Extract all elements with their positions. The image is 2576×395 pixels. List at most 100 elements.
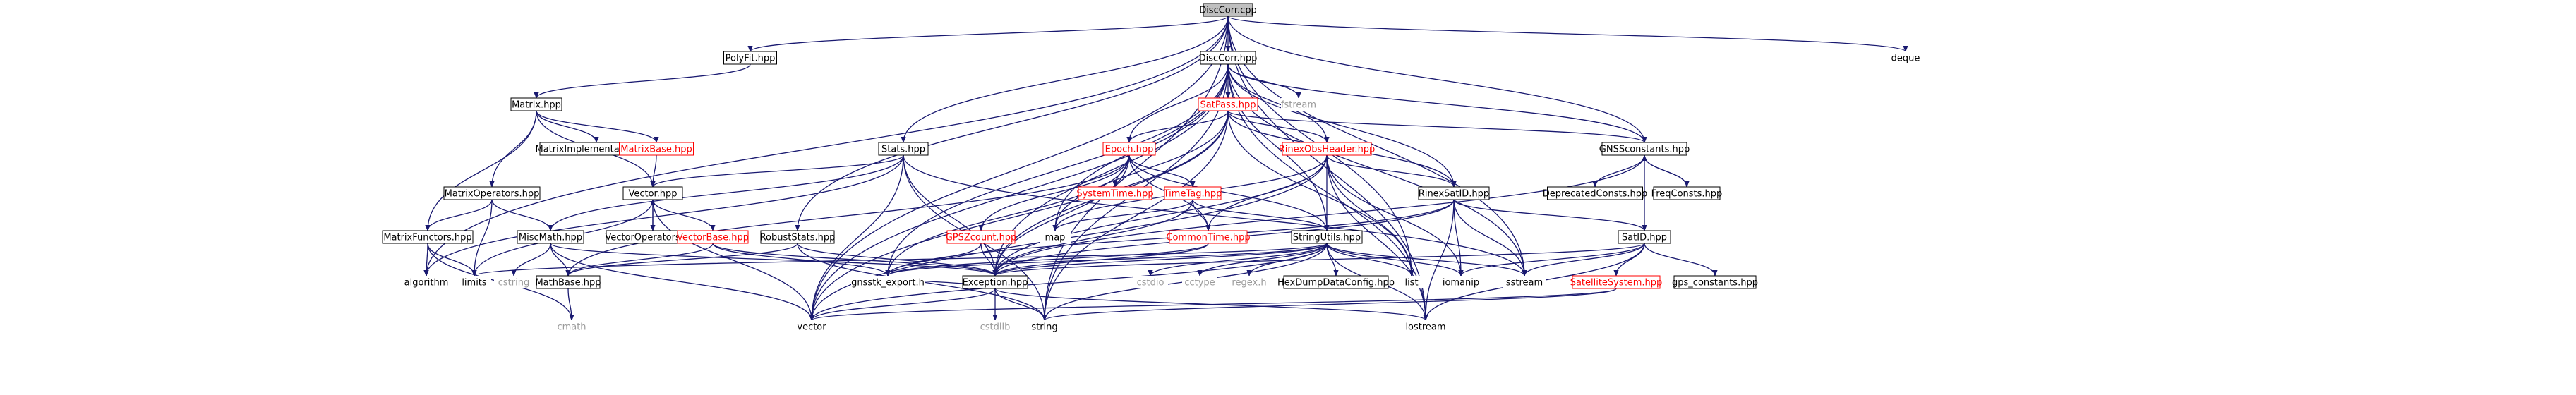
node-vectoroperators-hpp[interactable]: VectorOperators.hpp [605,230,701,244]
node-satid-hpp[interactable]: SatID.hpp [1618,230,1671,244]
edge-line [1326,154,1428,321]
node-satid-hpp-label: SatID.hpp [1622,233,1667,243]
node-algorithm[interactable]: algorithm [402,276,450,288]
node-freqconsts-hpp[interactable]: FreqConsts.hpp [1651,186,1723,200]
edge-line [903,154,998,276]
node-vector[interactable]: vector [792,320,831,333]
node-matrix-hpp[interactable]: Matrix.hpp [510,97,562,111]
node-disccorr-hpp[interactable]: DiscCorr.hpp [1199,51,1258,65]
edge-disccorr_hpp-to-rinexsatid [1227,63,1457,188]
node-matrixoperators-hpp[interactable]: MatrixOperators.hpp [443,186,541,200]
edge-line [994,288,1428,321]
node-gpszcount-hpp-box [946,230,1016,244]
node-string[interactable]: string [1025,320,1064,333]
node-cctype-label: cctype [1184,278,1215,288]
edge-line [1227,110,1330,143]
node-polyfit-hpp[interactable]: PolyFit.hpp [723,51,777,65]
node-timetag-hpp-label: TimeTag.hpp [1163,189,1222,200]
node-limits[interactable]: limits [457,276,491,288]
node-iostream[interactable]: iostream [1402,320,1449,333]
edge-satpass-to-gnssconstants [1227,110,1647,143]
node-matrixfunctors-hpp[interactable]: MatrixFunctors.hpp [382,230,474,244]
node-algorithm-label: algorithm [404,278,449,288]
node-epoch-hpp-box [1102,142,1156,156]
node-cstdlib[interactable]: cstdlib [975,320,1015,333]
node-cmath-box [554,320,589,333]
node-stats-hpp[interactable]: Stats.hpp [878,142,929,156]
node-cstring[interactable]: cstring [494,276,534,288]
node-gnssconstants-hpp[interactable]: GNSSconstants.hpp [1599,142,1690,156]
node-mathbase-hpp-box [536,275,601,289]
node-timetag-hpp[interactable]: TimeTag.hpp [1163,186,1222,200]
node-deprecatedconsts-hpp[interactable]: DeprecatedConsts.hpp [1543,186,1648,200]
edge-line [567,288,574,321]
edge-stats-to-exception [903,154,998,276]
node-hexdumpdataconfig-hpp[interactable]: HexDumpDataConfig.hpp [1277,275,1395,289]
node-cctype[interactable]: cctype [1182,276,1217,288]
node-sstream[interactable]: sstream [1503,276,1546,288]
edge-matrixbase-to-vector_hpp [650,154,657,188]
edge-rinexobsheader-to-iostream [1326,154,1428,321]
node-matrixbase-hpp[interactable]: MatrixBase.hpp [619,142,694,156]
node-regex-h[interactable]: regex.h [1231,276,1268,288]
node-gpszcount-hpp[interactable]: GPSZcount.hpp [946,230,1017,244]
node-vector-hpp[interactable]: Vector.hpp [622,186,683,200]
node-regex-h-label: regex.h [1232,278,1266,288]
node-rinexsatid-hpp[interactable]: RinexSatID.hpp [1418,186,1490,200]
node-iomanip[interactable]: iomanip [1439,276,1483,288]
node-exception-hpp[interactable]: Exception.hpp [962,275,1028,289]
node-epoch-hpp[interactable]: Epoch.hpp [1102,142,1156,156]
node-satpass-hpp[interactable]: SatPass.hpp [1198,97,1258,111]
edge-matrix-to-matrixoperators [489,110,537,188]
edge-line [885,154,1130,276]
edge-miscmath-to-exception [550,243,998,276]
edge-matrix-to-matrixbase [536,110,659,143]
node-vectorbase-hpp[interactable]: VectorBase.hpp [677,230,749,244]
node-map-label: map [1045,233,1066,243]
node-satid-hpp-box [1618,230,1671,244]
edge-epoch-to-timetag [1128,154,1196,188]
node-commontime-hpp[interactable]: CommonTime.hpp [1166,230,1251,244]
node-vector-box [792,320,831,333]
edge-line [1192,199,1330,231]
edge-epoch-to-gnsstk_export [885,154,1130,276]
node-gnsstk-export-h[interactable]: gnsstk_export.h [851,276,925,288]
node-stringutils-hpp[interactable]: StringUtils.hpp [1291,230,1363,244]
edge-matrix-to-matriximpl [536,110,599,143]
node-vector-label: vector [797,322,826,333]
edge-vector_hpp-to-vector [652,199,814,321]
node-iostream-box [1402,320,1449,333]
node-fstream[interactable]: fstream [1281,98,1316,111]
node-gnsstk-export-h-box [851,276,925,288]
node-list[interactable]: list [1397,276,1426,288]
node-iomanip-label: iomanip [1443,278,1479,288]
node-rinexobsheader-hpp[interactable]: RinexObsHeader.hpp [1279,142,1376,156]
node-exception-hpp-label: Exception.hpp [963,278,1028,288]
edge-line [1126,110,1229,143]
node-robuststats-hpp[interactable]: RobustStats.hpp [760,230,836,244]
node-disccorr-cpp[interactable]: DiscCorr.cpp [1199,3,1257,17]
edge-satellitesystem-to-string [1042,288,1617,321]
node-gps-constants-hpp[interactable]: gps_constants.hpp [1672,275,1758,289]
node-freqconsts-hpp-label: FreqConsts.hpp [1651,189,1723,200]
node-map[interactable]: map [1040,231,1071,243]
edge-matrixoperators-to-limits [471,199,493,276]
edge-gnssconstants-to-exception [992,154,1645,276]
node-disccorr-cpp-label: DiscCorr.cpp [1199,6,1257,16]
node-cstdio[interactable]: cstdio [1133,276,1168,288]
node-miscmath-hpp[interactable]: MiscMath.hpp [517,230,584,244]
edge-timetag-to-map [1052,199,1193,231]
node-cmath[interactable]: cmath [554,320,589,333]
node-iomanip-box [1439,276,1483,288]
node-satellitesystem-hpp[interactable]: SatelliteSystem.hpp [1570,275,1663,289]
node-mathbase-hpp[interactable]: MathBase.hpp [535,275,601,289]
node-satellitesystem-hpp-box [1572,275,1661,289]
edge-line [992,243,1645,276]
node-systemtime-hpp[interactable]: SystemTime.hpp [1076,186,1154,200]
node-deque[interactable]: deque [1889,51,1922,64]
node-timetag-hpp-box [1164,186,1222,200]
edge-rinexsatid-to-iomanip [1453,199,1464,276]
edge-line [471,243,1328,276]
node-cstring-label: cstring [498,278,529,288]
edge-disccorr_cpp-to-deque [1227,16,1908,52]
